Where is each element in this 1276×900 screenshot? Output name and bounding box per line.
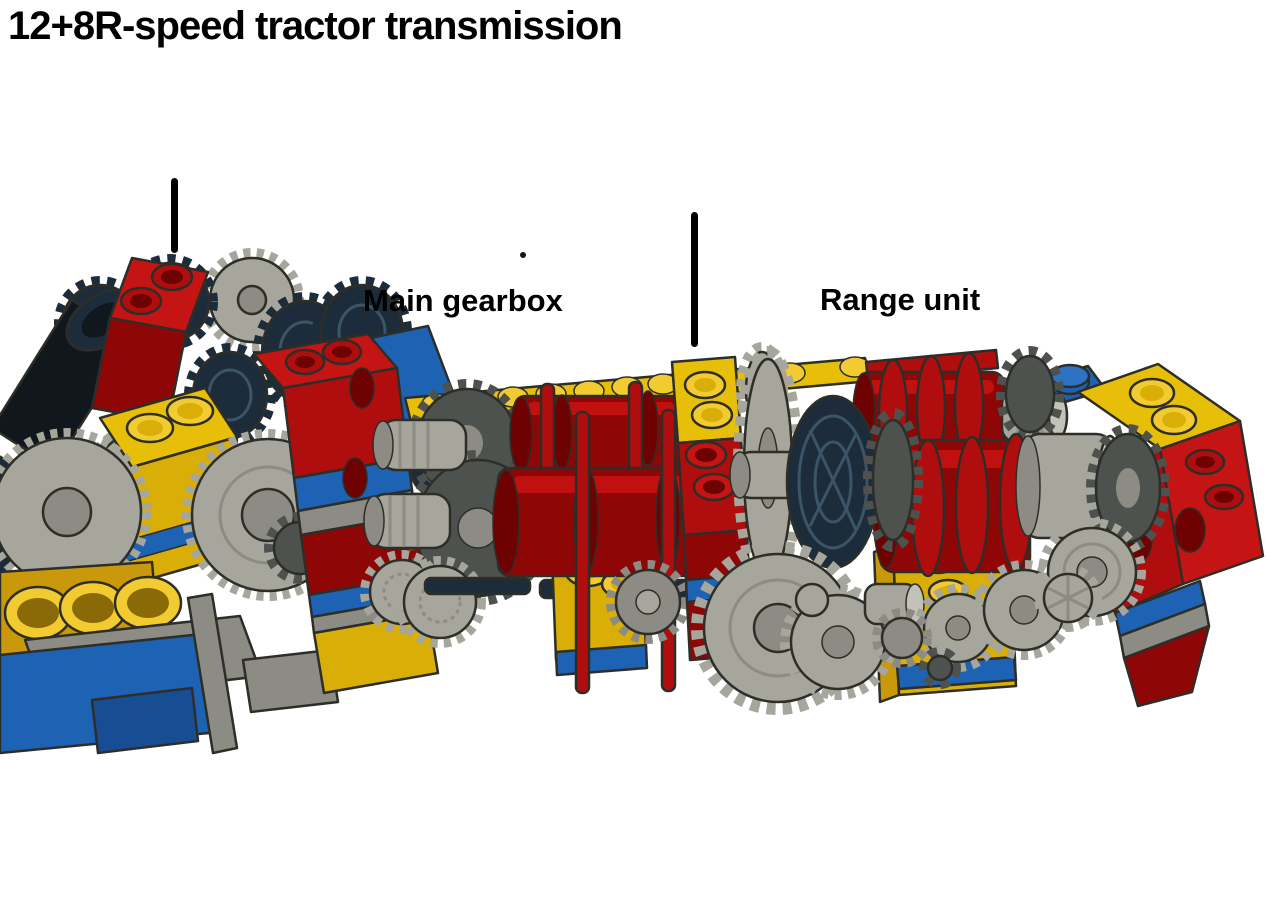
- lower-drums: [492, 408, 700, 695]
- label-main-gearbox: Main gearbox: [363, 283, 563, 318]
- marker-line-left: [171, 178, 178, 253]
- label-range-unit: Range unit: [820, 282, 981, 317]
- divider-assembly: [670, 342, 807, 662]
- transfer-gears: [691, 394, 925, 715]
- page-title: 12+8R-speed tractor transmission: [8, 4, 623, 48]
- range-bottom-gears: [872, 518, 1146, 689]
- red-brick-left: [90, 256, 210, 424]
- stray-dot: [520, 252, 526, 258]
- range-unit-assembly: [852, 346, 1265, 708]
- shift-fork-long: [574, 410, 591, 695]
- shift-fork-long: [660, 408, 677, 693]
- main-gearbox-assembly: [360, 252, 873, 695]
- base-bricks: [0, 592, 340, 755]
- marker-line-center: [691, 212, 698, 347]
